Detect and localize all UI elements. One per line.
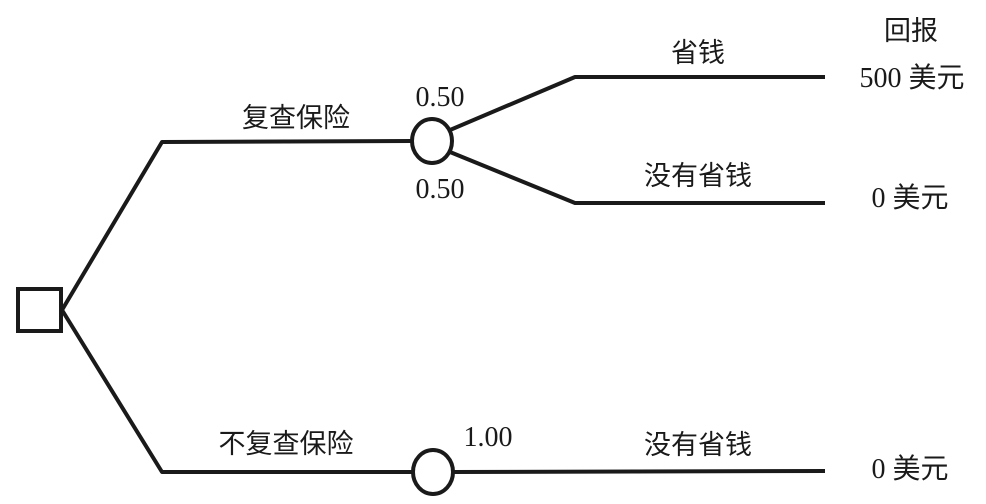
- branch-review-label: 复查保险: [242, 103, 350, 134]
- probability-no-save: 0.50: [416, 174, 465, 205]
- branch-review-line: [60, 139, 413, 312]
- chance-node-review: [410, 117, 454, 165]
- payoff-no-review: 0 美元: [871, 453, 948, 485]
- probability-no-review: 1.00: [464, 422, 513, 453]
- outcome-save-line: [449, 75, 825, 132]
- decision-node: [16, 287, 63, 333]
- outcome-no-save-line: [449, 150, 825, 205]
- probability-save: 0.50: [416, 82, 465, 113]
- payoff-header: 回报: [884, 16, 938, 47]
- outcome-save-label: 省钱: [671, 38, 725, 69]
- outcome-no-save-label: 没有省钱: [644, 161, 752, 192]
- chance-node-no-review: [411, 448, 455, 496]
- payoff-save: 500 美元: [859, 62, 964, 94]
- payoff-no-save: 0 美元: [871, 182, 948, 214]
- branch-no-review-label: 不复查保险: [219, 429, 354, 460]
- outcome-no-review-line: [452, 469, 826, 474]
- outcome-no-review-label: 没有省钱: [644, 430, 752, 461]
- branch-no-review-line: [60, 308, 413, 474]
